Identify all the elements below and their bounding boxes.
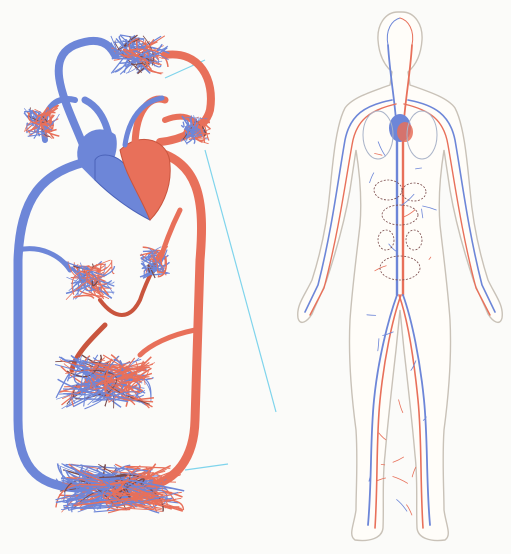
connector-lines [165, 60, 276, 470]
body-vessel [393, 477, 408, 484]
capillary-strand [205, 122, 210, 129]
upper-left-capillary-bed [24, 105, 59, 139]
mid-vein-branch [18, 249, 70, 270]
circulation-schematic [18, 35, 211, 513]
connector-line-diagonal [205, 150, 276, 412]
body-outline [298, 12, 503, 541]
capillary-strand [181, 122, 184, 127]
lung-capillary-bed [110, 35, 169, 74]
human-body-vascular-figure [298, 12, 503, 541]
body-vessel [393, 457, 404, 462]
body-vessel [399, 400, 403, 413]
body-vessel [407, 505, 412, 515]
abdominal-capillary-bed [55, 355, 155, 409]
portal-branch [100, 265, 155, 315]
body-vessel [397, 500, 407, 512]
upper-right-capillary-bed [181, 115, 210, 144]
body-vessel [412, 467, 416, 477]
connector-line-bottom [185, 464, 228, 470]
liver-capillary-bed [66, 260, 115, 300]
systemic-vein-loop [18, 160, 95, 488]
lower-mid-artery [140, 330, 195, 355]
heart-icon [78, 98, 170, 220]
